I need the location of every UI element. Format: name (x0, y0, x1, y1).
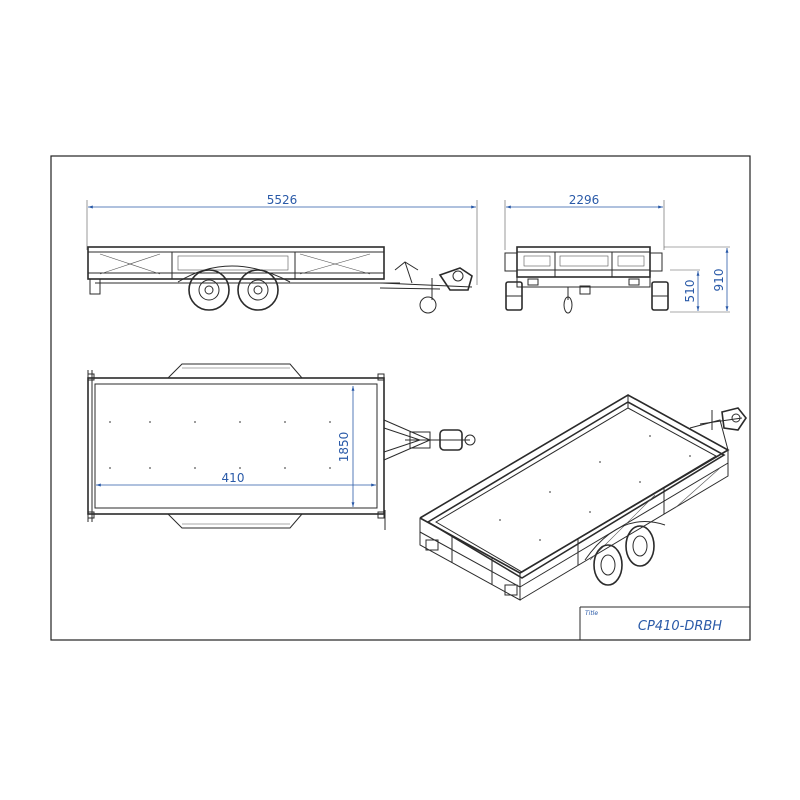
dim-side-height: 510 (683, 280, 697, 303)
title-block: Title CP410-DRBH (579, 606, 750, 640)
dim-overall-width: 2296 (569, 193, 600, 207)
dim-inner-width: 1850 (337, 432, 351, 463)
side-view: 5526 (86, 193, 478, 314)
front-view: 2296 510 910 (504, 193, 730, 314)
dim-overall-length: 5526 (267, 193, 298, 207)
dim-overall-height: 910 (712, 269, 726, 292)
drawing-frame (50, 155, 751, 641)
title-label: Title (585, 610, 598, 617)
dim-inner-length: 410 (222, 471, 245, 485)
model-name: CP410-DRBH (638, 619, 722, 634)
top-view: 1850 410 (87, 363, 476, 530)
isometric-view (419, 394, 747, 601)
